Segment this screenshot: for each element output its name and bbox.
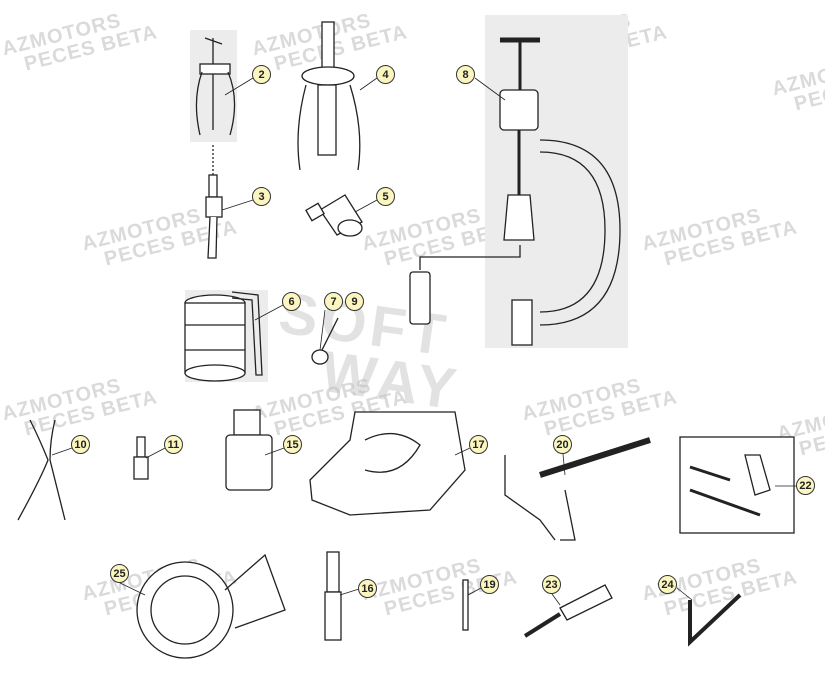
part-25-wrench [136, 553, 286, 659]
callout-7[interactable]: 7 [324, 292, 343, 311]
part-11-pin [133, 436, 149, 480]
callout-15[interactable]: 15 [283, 435, 302, 454]
callout-3[interactable]: 3 [252, 187, 271, 206]
callout-8[interactable]: 8 [456, 65, 475, 84]
part-20-holder [504, 437, 651, 541]
callout-2[interactable]: 2 [252, 65, 271, 84]
part-6-ring-compressor [184, 291, 263, 382]
part-22-tool-kit [689, 454, 771, 517]
part-3-slide-hammer [205, 174, 223, 259]
part-5-socket [305, 194, 363, 237]
panel-part-8 [485, 15, 628, 348]
callout-6[interactable]: 6 [282, 292, 301, 311]
part-2-puller [195, 37, 236, 175]
part-4-puller [297, 21, 361, 171]
callout-22[interactable]: 22 [796, 476, 815, 495]
callout-23[interactable]: 23 [542, 575, 561, 594]
callout-24[interactable]: 24 [658, 575, 677, 594]
callout-19[interactable]: 19 [480, 575, 499, 594]
part-16-tool [324, 551, 342, 641]
callout-9[interactable]: 9 [345, 292, 364, 311]
part-7-pin [311, 317, 339, 365]
part-10-pliers [17, 419, 66, 521]
part-15-socket [225, 409, 273, 491]
callout-17[interactable]: 17 [469, 435, 488, 454]
part-19-pin [462, 579, 469, 631]
callout-11[interactable]: 11 [164, 435, 183, 454]
callout-20[interactable]: 20 [553, 435, 572, 454]
callout-4[interactable]: 4 [376, 65, 395, 84]
part-24-hex-key [688, 593, 742, 647]
part-9-adapter [409, 271, 431, 325]
panel-part-22 [679, 436, 795, 534]
callout-10[interactable]: 10 [71, 435, 90, 454]
part-23-drift [523, 584, 613, 638]
callout-25[interactable]: 25 [110, 564, 129, 583]
leader-lines [51, 77, 797, 606]
part-8-valve-compressor [419, 37, 621, 346]
part-17-support [309, 411, 466, 516]
callout-16[interactable]: 16 [358, 579, 377, 598]
callout-5[interactable]: 5 [376, 187, 395, 206]
